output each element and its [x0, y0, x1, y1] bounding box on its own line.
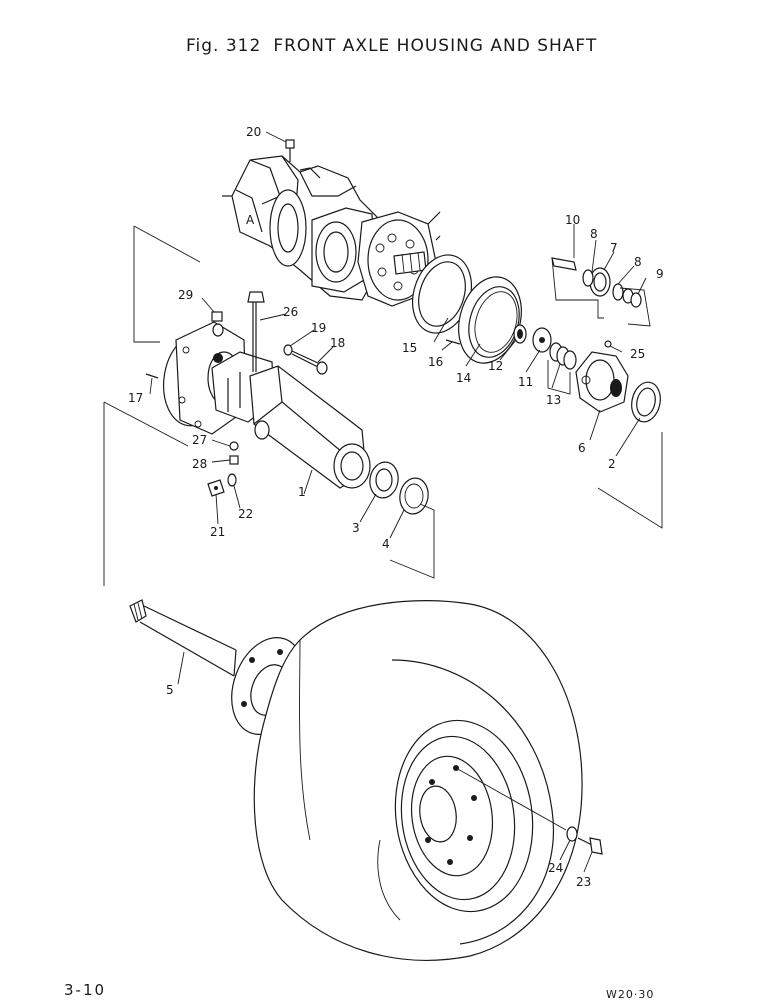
- callout-19: 19: [311, 321, 326, 335]
- bolt-guide-line: [455, 767, 567, 831]
- part-16-pin: [445, 339, 461, 345]
- part-4-seal: [399, 477, 429, 515]
- callout-28: 28: [192, 457, 207, 471]
- subassembly-outline-c: [389, 503, 435, 579]
- part-2-bearing: [631, 381, 661, 423]
- callout-11: 11: [518, 375, 533, 389]
- callout-26: 26: [283, 305, 298, 319]
- callout-23: 23: [576, 875, 591, 889]
- callout-20: 20: [246, 125, 261, 139]
- callout-6: 6: [578, 441, 586, 455]
- part-13-planet-gears: [547, 342, 577, 395]
- callout-4: 4: [382, 537, 390, 551]
- callout-15: 15: [402, 341, 417, 355]
- part-26-bolt: [247, 291, 265, 372]
- callout-9: 9: [656, 267, 664, 281]
- part-20-bolt: [285, 139, 295, 162]
- callout-25: 25: [630, 347, 645, 361]
- part-24-washer: [566, 826, 578, 842]
- casting-mark: A: [246, 213, 255, 227]
- callout-5: 5: [166, 683, 174, 697]
- document-code: W20·30: [606, 988, 655, 1001]
- part-6-carrier: [575, 351, 629, 413]
- figure-title-text: FRONT AXLE HOUSING AND SHAFT: [273, 36, 598, 56]
- part-12-gear: [513, 324, 527, 344]
- callout-8-upper: 8: [590, 227, 598, 241]
- part-25-ball: [604, 340, 612, 348]
- wheel-and-tire: [253, 600, 583, 961]
- leader-guide-a: [133, 225, 201, 263]
- part-9-washers: [619, 287, 651, 327]
- subassembly-outline-b: [597, 432, 663, 529]
- callout-27: 27: [192, 433, 207, 447]
- leader-guide-b: [133, 226, 160, 343]
- part-22-washer: [227, 473, 237, 487]
- part-11-washer: [532, 327, 552, 353]
- callout-7: 7: [610, 241, 618, 255]
- part-14-ring-gear: [458, 276, 522, 364]
- part-7-gear: [589, 267, 611, 297]
- callout-3: 3: [352, 521, 360, 535]
- part-21-plug: [207, 479, 225, 497]
- callout-22: 22: [238, 507, 253, 521]
- callout-24: 24: [548, 861, 563, 875]
- differential-housing: A: [222, 155, 441, 307]
- part-3-bearing: [369, 461, 399, 499]
- part-8-bearing-b: [612, 283, 624, 301]
- callout-16: 16: [428, 355, 443, 369]
- part-18-19-bolt: [283, 344, 328, 375]
- page-number: 3-10: [64, 981, 107, 999]
- callout-14: 14: [456, 371, 471, 385]
- figure-number: Fig. 312: [186, 36, 262, 56]
- leader-guide-c: [103, 401, 189, 447]
- callout-13: 13: [546, 393, 561, 407]
- leader-lines: [149, 131, 647, 873]
- part-1-axle-housing: [163, 321, 371, 489]
- part-29-nut: [211, 311, 223, 322]
- callout-18: 18: [330, 336, 345, 350]
- callout-21: 21: [210, 525, 225, 539]
- callout-10: 10: [565, 213, 580, 227]
- callout-1: 1: [298, 485, 306, 499]
- callout-8-lower: 8: [634, 255, 642, 269]
- subassembly-outline-a: [551, 257, 604, 319]
- part-10-pin: [551, 257, 577, 271]
- callout-12: 12: [488, 359, 503, 373]
- part-28-nut: [229, 455, 239, 465]
- part-27-washer: [229, 441, 239, 451]
- callout-17: 17: [128, 391, 143, 405]
- figure-title: Fig. 312 FRONT AXLE HOUSING AND SHAFT: [186, 36, 597, 56]
- part-23-bolt: [577, 837, 603, 855]
- part-8-bearing-a: [582, 269, 594, 287]
- callout-2: 2: [608, 457, 616, 471]
- callout-29: 29: [178, 288, 193, 302]
- part-17-dowel: [145, 373, 159, 379]
- callouts: 20 10 8 7 8 9 29 26 19 18 15 16 12 14 11…: [128, 125, 664, 889]
